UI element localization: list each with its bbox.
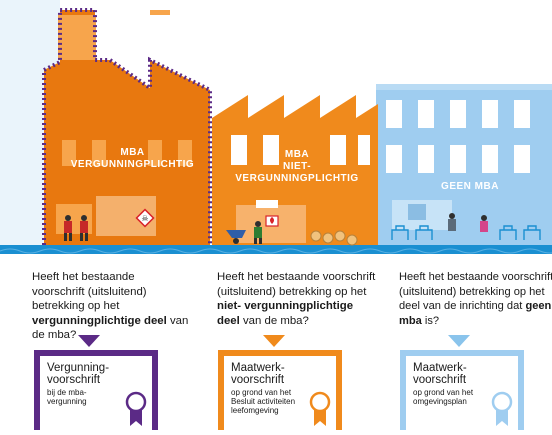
document-icon — [400, 350, 524, 430]
wheelbarrow-icon — [226, 221, 262, 244]
hazard-icon: ☠ — [135, 208, 155, 228]
question-text: Heeft het bestaande voorschrift (uitslui… — [399, 271, 552, 312]
label-line1: GEEN MBA — [441, 181, 499, 192]
seal-icon — [491, 391, 513, 426]
arrow-down-icon — [263, 335, 285, 347]
document-subtitle: op grond van het omgevingsplan — [413, 388, 474, 406]
label-line2: VERGUNNINGPLICHTIG — [70, 159, 195, 170]
label-line2: NIET-VERGUNNINGPLICHTIG — [235, 161, 359, 184]
label-mba-niet-vergunningplichtig: MBA NIET-VERGUNNINGPLICHTIG — [222, 149, 372, 185]
factory-workers — [64, 215, 88, 241]
document-title: Maatwerk- voorschrift — [231, 362, 285, 386]
document-icon — [218, 350, 342, 430]
industrial-scene-illustration: ☠ — [0, 0, 552, 254]
document-maatwerkvoorschrift-omgevingsplan: Maatwerk- voorschrift op grond van het o… — [400, 350, 530, 430]
label-mba-vergunningplichtig: MBA VERGUNNINGPLICHTIG — [70, 147, 195, 171]
document-text: Maatwerk- voorschrift op grond van het B… — [231, 362, 323, 415]
label-line1: MBA — [120, 147, 145, 158]
document-subtitle: op grond van het Besluit activiteiten le… — [231, 388, 296, 415]
document-vergunningvoorschrift: Vergunning- voorschrift bij de mba- verg… — [34, 350, 164, 430]
question-text: van de mba? — [32, 314, 189, 342]
question-vergunningplichtig: Heeft het bestaande voorschrift (uitslui… — [32, 270, 190, 343]
office-people — [448, 213, 488, 232]
arrow-down-icon — [448, 335, 470, 347]
fire-icon — [265, 215, 279, 227]
document-maatwerkvoorschrift-bal: Maatwerk- voorschrift op grond van het B… — [218, 350, 348, 430]
question-emphasis: geen mba — [399, 300, 552, 327]
question-text: Heeft het bestaande voorschrift (uitslui… — [32, 271, 147, 312]
question-text: is? — [421, 314, 440, 327]
document-title: Vergunning- voorschrift — [47, 362, 110, 386]
document-title: Maatwerk- voorschrift — [413, 362, 467, 386]
label-geen-mba: GEEN MBA — [420, 181, 520, 193]
bench-icon — [391, 225, 541, 240]
question-text: van de mba? — [239, 314, 309, 327]
question-text: Heeft het bestaande voorschrift (uitslui… — [217, 271, 376, 298]
label-line1: MBA — [284, 149, 310, 160]
svg-text:☠: ☠ — [141, 214, 148, 223]
question-emphasis: vergunningplichtige deel — [32, 314, 167, 327]
office-building — [376, 84, 552, 245]
question-niet-vergunningplichtig: Heeft het bestaande voorschrift (uitslui… — [217, 270, 377, 328]
document-text: Maatwerk- voorschrift op grond van het o… — [413, 362, 505, 406]
document-subtitle: bij de mba- vergunning — [47, 388, 87, 406]
seal-icon — [309, 391, 331, 426]
document-text: Vergunning- voorschrift bij de mba- verg… — [47, 362, 139, 406]
cans-illustration — [310, 230, 358, 246]
document-icon — [34, 350, 158, 430]
arrow-down-icon — [78, 335, 100, 347]
question-geen-mba: Heeft het bestaande voorschrift (uitslui… — [399, 270, 552, 328]
seal-icon — [125, 391, 147, 426]
question-emphasis: niet- vergunningplichtige deel — [217, 300, 354, 327]
illustration-scene: ☠ — [0, 0, 552, 254]
